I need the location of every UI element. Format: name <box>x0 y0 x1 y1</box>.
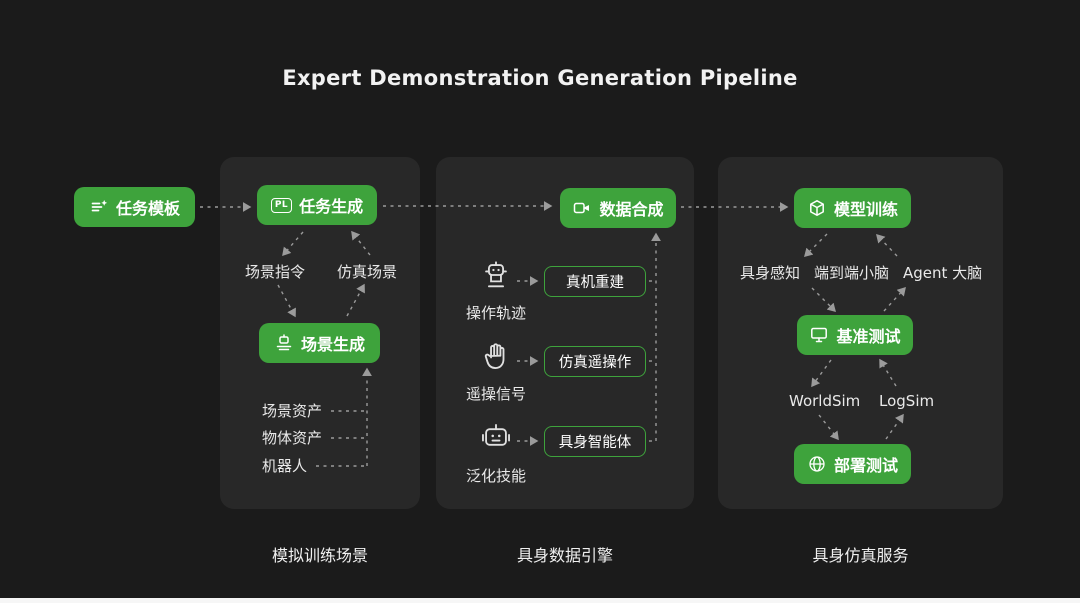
caption-embodied-simulation-services: 具身仿真服务 <box>812 546 909 565</box>
caption-embodied-data-engine: 具身数据引擎 <box>516 546 613 565</box>
scene-generation-node: 场景生成 <box>259 323 380 363</box>
task-template-node: 任务模板 <box>74 187 195 227</box>
end-to-end-cerebellum-label: 端到端小脑 <box>814 264 890 282</box>
embodied-agent-box: 具身智能体 <box>544 426 646 457</box>
video-camera-icon <box>572 198 592 218</box>
pl-badge-icon: PL <box>270 197 293 213</box>
real-machine-reconstruction-box: 真机重建 <box>544 266 646 297</box>
robot-conveyor-icon <box>274 333 294 353</box>
scene-generation-label: 场景生成 <box>300 335 365 354</box>
sim-scene-label: 仿真场景 <box>337 263 398 281</box>
benchmark-testing-node: 基准测试 <box>797 315 913 355</box>
data-synthesis-label: 数据合成 <box>599 200 664 219</box>
task-generation-node: PL 任务生成 <box>257 185 377 225</box>
glove-icon <box>479 339 513 373</box>
globe-icon <box>807 454 827 474</box>
generalized-skill-label: 泛化技能 <box>466 467 527 485</box>
monitor-icon <box>809 325 829 345</box>
logsim-label: LogSim <box>879 392 935 410</box>
bottom-strip <box>0 598 1080 603</box>
model-training-node: 模型训练 <box>794 188 911 228</box>
data-synthesis-node: 数据合成 <box>560 188 676 228</box>
task-template-label: 任务模板 <box>115 199 180 218</box>
embodied-perception-label: 具身感知 <box>740 264 801 282</box>
page-title: Expert Demonstration Generation Pipeline <box>282 66 798 90</box>
benchmark-testing-label: 基准测试 <box>836 327 901 346</box>
deployment-testing-label: 部署测试 <box>833 456 898 475</box>
agent-brain-label: Agent 大脑 <box>903 264 983 282</box>
scene-command-label: 场景指令 <box>245 263 306 281</box>
asset-label-robot: 机器人 <box>262 457 308 475</box>
sparkle-list-icon <box>89 197 109 217</box>
trajectory-label: 操作轨迹 <box>466 304 527 322</box>
sim-teleoperation-box: 仿真遥操作 <box>544 346 646 377</box>
worldsim-label: WorldSim <box>789 392 861 410</box>
asset-label-scene: 场景资产 <box>262 402 323 420</box>
caption-simulated-training-scenes: 模拟训练场景 <box>271 546 368 565</box>
model-training-label: 模型训练 <box>833 200 898 219</box>
task-generation-label: 任务生成 <box>299 197 364 216</box>
agent-head-icon <box>479 420 513 454</box>
cube-icon <box>807 198 827 218</box>
deployment-testing-node: 部署测试 <box>794 444 911 484</box>
asset-label-object: 物体资产 <box>262 429 323 447</box>
teleop-signal-label: 遥操信号 <box>466 385 527 403</box>
robot-icon <box>479 258 513 292</box>
